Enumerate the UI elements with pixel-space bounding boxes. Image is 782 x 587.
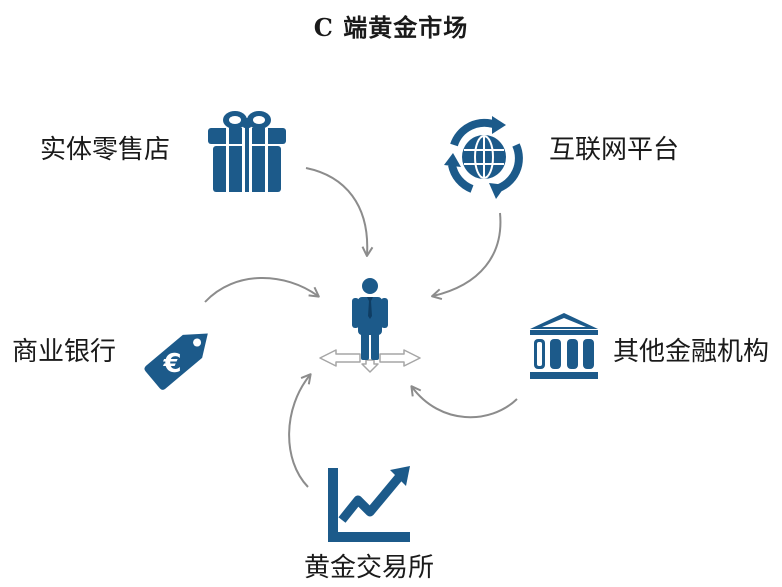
consumer-icon — [319, 278, 421, 373]
arrow-finance-to-consumer — [410, 385, 518, 419]
internet-platform-label: 互联网平台 — [549, 135, 680, 165]
arrow-internet-to-consumer — [431, 212, 502, 301]
page-title: C 端黄金市场 — [313, 13, 469, 42]
arrow-retail-to-consumer — [305, 167, 374, 257]
rising-chart-icon — [328, 466, 410, 542]
gold-exchange-label: 黄金交易所 — [304, 553, 435, 583]
arrow-exchange-to-consumer — [288, 373, 312, 488]
arrow-bank-to-consumer — [204, 277, 320, 303]
other-financial-institutions-label: 其他金融机构 — [613, 337, 770, 367]
svg-text:€: € — [163, 349, 182, 379]
globe-refresh-icon — [444, 116, 523, 199]
bank-building-icon — [530, 313, 598, 379]
retail-store-label: 实体零售店 — [40, 135, 171, 165]
euro-tag-icon: € — [144, 333, 208, 390]
commercial-bank-label: 商业银行 — [12, 337, 117, 367]
gift-icon — [208, 111, 286, 192]
